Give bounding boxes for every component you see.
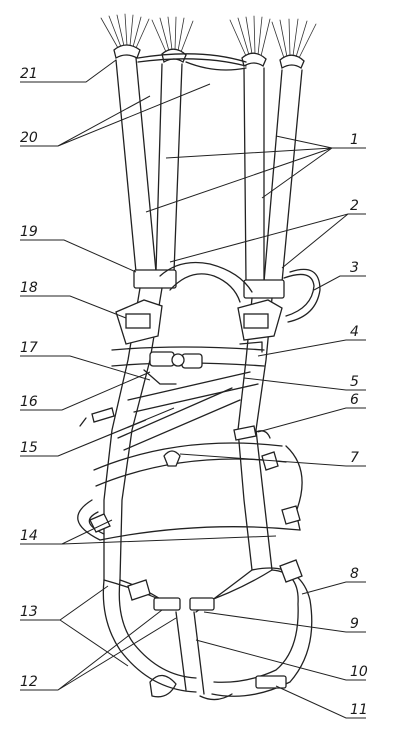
callout-18: 18 [20,280,38,296]
callout-4: 4 [350,324,359,340]
suspension-lines [100,13,317,59]
callout-11: 11 [350,702,368,718]
callout-3: 3 [350,260,359,276]
callout-13: 13 [20,604,38,620]
diagonal-straps [77,371,303,541]
callout-10: 10 [350,664,368,680]
chest-strap [111,341,265,385]
callout-16: 16 [20,394,38,410]
callout-8: 8 [350,566,359,582]
callout-12: 12 [20,674,38,690]
callout-labels: 21 20 1 2 19 3 18 4 17 5 16 6 15 7 14 8 … [20,66,368,718]
back-strap [159,261,321,323]
callout-2: 2 [350,198,359,214]
callout-14: 14 [20,528,38,544]
callout-19: 19 [20,224,38,240]
leg-loops [102,559,313,701]
riser-buckles [133,269,285,299]
callout-9: 9 [350,616,359,632]
callout-21: 21 [20,66,38,82]
callout-15: 15 [20,440,38,456]
callout-5: 5 [350,374,359,390]
callout-20: 20 [20,130,38,146]
bend-brackets [115,299,283,345]
callout-17: 17 [20,340,38,356]
callout-6: 6 [350,392,359,408]
callout-7: 7 [350,450,359,466]
callout-1: 1 [350,132,359,148]
risers [115,57,303,283]
connector-links [113,44,305,71]
leader-lines [20,59,366,719]
